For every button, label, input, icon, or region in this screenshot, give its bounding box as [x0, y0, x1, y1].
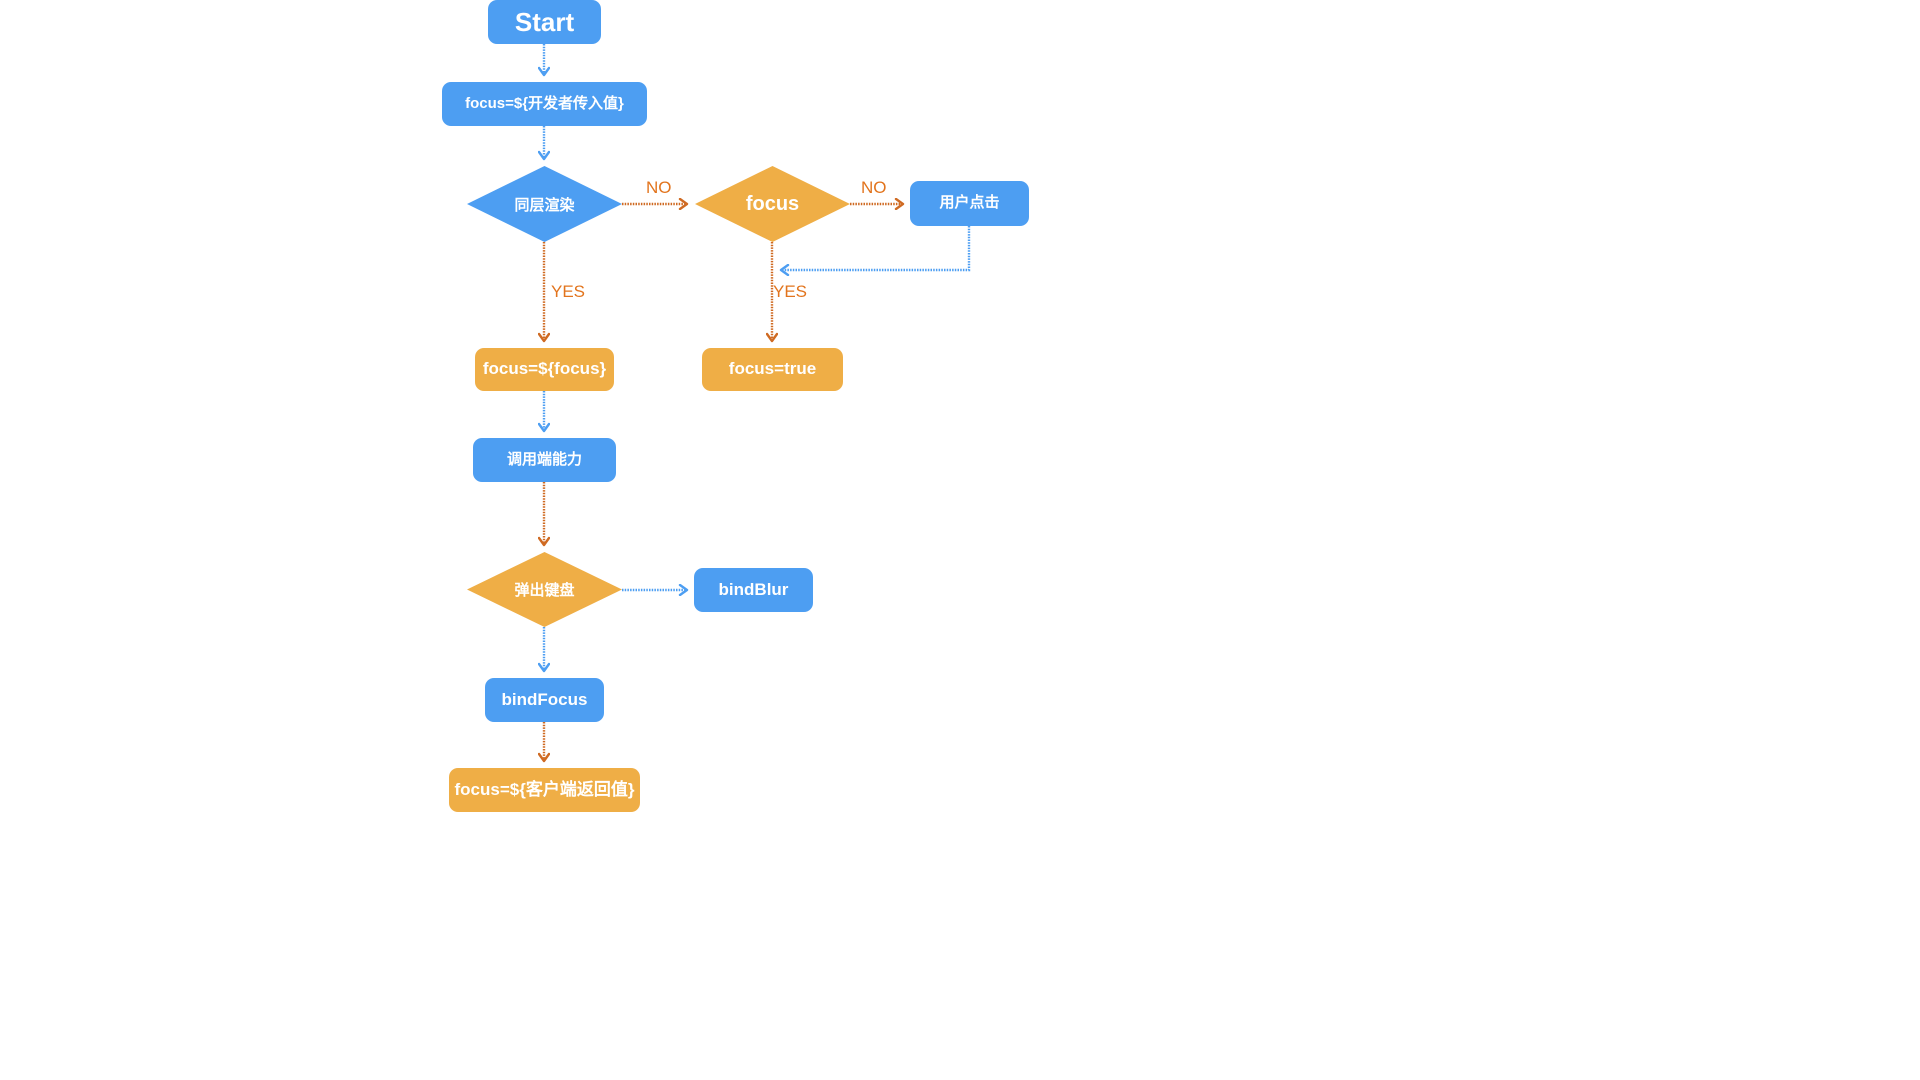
node-bind-blur-label: bindBlur — [718, 579, 789, 599]
same-layer-render-diamond-shape — [467, 166, 622, 242]
node-bind-blur[interactable]: bindBlur — [694, 568, 813, 612]
node-user-click[interactable]: 用户点击 — [910, 181, 1029, 226]
node-focus-equals-focus-label: focus=${focus} — [482, 359, 607, 379]
node-call-native-capability[interactable]: 调用端能力 — [473, 438, 616, 482]
edge-label-yes-same-layer: YES — [551, 282, 586, 301]
node-focus-client-return-value[interactable]: focus=${客户端返回值} — [449, 768, 640, 812]
node-user-click-label: 用户点击 — [939, 194, 1000, 212]
popup-keyboard-diamond-shape — [467, 552, 622, 627]
node-bind-focus[interactable]: bindFocus — [485, 678, 604, 722]
focus-decision-diamond-shape — [695, 166, 850, 242]
node-popup-keyboard[interactable]: 弹出键盘 — [467, 552, 622, 627]
node-start[interactable]: Start — [488, 0, 601, 44]
node-same-layer-render[interactable]: 同层渲染 — [467, 166, 622, 242]
edge-label-no-same-layer: NO — [646, 178, 672, 197]
node-call-native-capability-label: 调用端能力 — [506, 450, 582, 468]
node-focus-developer-value-label: focus=${开发者传入值} — [465, 94, 624, 112]
node-bind-focus-label: bindFocus — [501, 689, 588, 709]
node-focus-developer-value[interactable]: focus=${开发者传入值} — [442, 82, 647, 126]
node-popup-keyboard-label: 弹出键盘 — [514, 582, 575, 599]
node-start-label: Start — [514, 6, 575, 37]
node-focus-equals-focus[interactable]: focus=${focus} — [475, 348, 614, 391]
edge-label-yes-focus: YES — [773, 282, 808, 301]
node-focus-decision[interactable]: focus — [695, 166, 850, 242]
node-focus-decision-label: focus — [745, 192, 800, 215]
edge-label-no-focus: NO — [861, 178, 887, 197]
node-focus-true-label: focus=true — [728, 359, 817, 379]
node-same-layer-render-label: 同层渲染 — [514, 196, 575, 214]
node-focus-true[interactable]: focus=true — [702, 348, 843, 391]
node-focus-client-return-value-label: focus=${客户端返回值} — [454, 779, 635, 799]
